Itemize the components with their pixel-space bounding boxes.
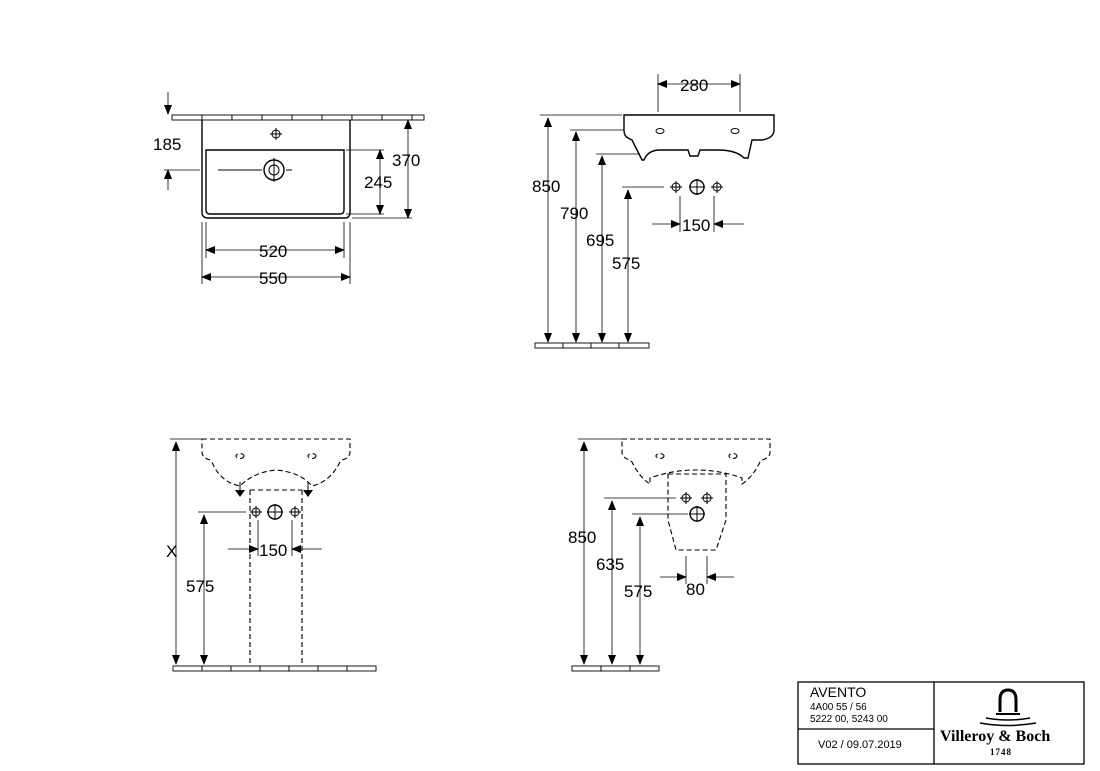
pedestal-supply-symbols — [198, 504, 301, 520]
side-supply-symbols — [622, 179, 723, 195]
front-semi-pedestal-view: 80 850 635 575 — [568, 438, 771, 672]
bowl-outline — [205, 149, 345, 215]
side-mounting-holes — [655, 128, 740, 134]
product-name: AVENTO — [810, 684, 866, 700]
semi-supply-symbols — [604, 492, 713, 522]
dim-bowl-height: 790 — [560, 204, 588, 223]
basin-outline — [201, 120, 351, 219]
pedestal-basin-outline — [201, 438, 351, 487]
pedestal-floor-strip — [172, 665, 377, 672]
dim-trap-height: 695 — [586, 231, 614, 250]
dim-semi-rim-height: 850 — [568, 528, 596, 547]
dim-pedestal-supply-height: 575 — [186, 577, 214, 596]
version-date: V02 / 09.07.2019 — [818, 739, 902, 751]
pedestal-column — [249, 489, 303, 666]
brand-year: 1748 — [990, 747, 1012, 757]
dim-width-total: 550 — [259, 269, 287, 288]
tap-hole-symbol — [270, 128, 282, 140]
dim-supply-spacing: 150 — [682, 216, 710, 235]
dim-semi-supply-height: 575 — [624, 582, 652, 601]
drain-symbol — [218, 158, 292, 182]
semi-floor-strip — [571, 665, 660, 672]
dim-semi-supply-spacing: 80 — [686, 580, 705, 599]
dim-depth: 280 — [680, 76, 708, 95]
down-arrows — [235, 482, 313, 497]
product-codes-1: 4A00 55 / 56 — [810, 702, 867, 713]
brand-logo: Villeroy & Boch 1748 — [940, 688, 1050, 757]
dim-pedestal-supply-spacing: 150 — [259, 541, 287, 560]
product-codes-2: 5222 00, 5243 00 — [810, 714, 888, 725]
side-view: 280 150 850 790 695 575 — [532, 74, 775, 349]
semi-pedestal-shroud — [667, 473, 727, 551]
dim-semi-waste-height: 635 — [596, 555, 624, 574]
title-block: AVENTO 4A00 55 / 56 5222 00, 5243 00 V02… — [797, 681, 1085, 765]
semi-basin-outline — [621, 438, 771, 485]
dim-supply-height: 575 — [612, 254, 640, 273]
wall-strip — [171, 114, 425, 121]
dim-tap-offset: 185 — [153, 135, 181, 154]
brand-name: Villeroy & Boch — [940, 728, 1050, 745]
floor-strip — [534, 342, 650, 349]
front-pedestal-view: 150 X 575 — [166, 438, 377, 672]
dim-depth-total: 370 — [392, 151, 420, 170]
dim-pedestal-height: X — [166, 542, 177, 561]
top-view: 185 370 245 520 550 — [153, 92, 425, 288]
dim-depth-inner: 245 — [364, 173, 392, 192]
dim-rim-height: 850 — [532, 177, 560, 196]
dim-width-inner: 520 — [259, 242, 287, 261]
side-basin-outline — [623, 114, 775, 161]
